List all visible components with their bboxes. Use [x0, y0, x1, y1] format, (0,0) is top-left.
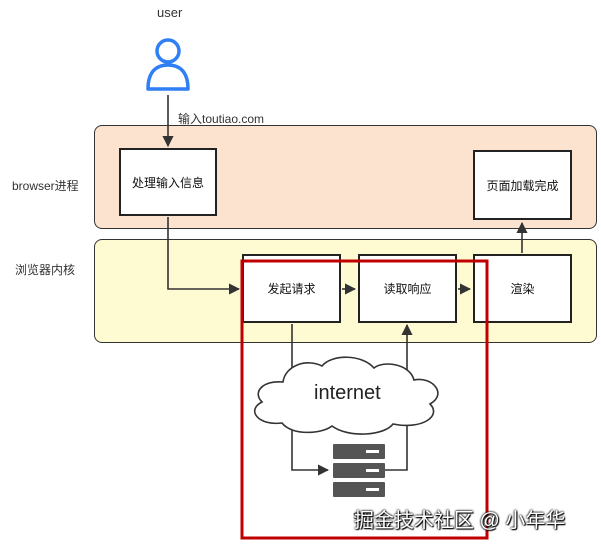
- input-url-label: 输入toutiao.com: [178, 112, 265, 126]
- user-label: user: [157, 5, 183, 20]
- user-icon: [146, 38, 190, 91]
- watermark: 掘金技术社区 @ 小年华: [354, 510, 566, 532]
- server-label: ser: [353, 508, 370, 522]
- send-request-box: 发起请求: [242, 254, 341, 323]
- page-loaded-box: 页面加载完成: [473, 150, 572, 220]
- internet-cloud: [254, 356, 439, 435]
- server-icon: [333, 444, 385, 497]
- browser-kernel-label: 浏览器内核: [15, 263, 76, 277]
- render-box: 渲染: [473, 254, 572, 323]
- browser-process-label: browser进程: [12, 179, 79, 193]
- internet-label: internet: [314, 382, 381, 404]
- highlight-frame: [240, 259, 489, 540]
- read-response-box: 读取响应: [358, 254, 457, 323]
- process-input-box: 处理输入信息: [119, 148, 217, 216]
- arrow-input-to-request: [167, 217, 241, 295]
